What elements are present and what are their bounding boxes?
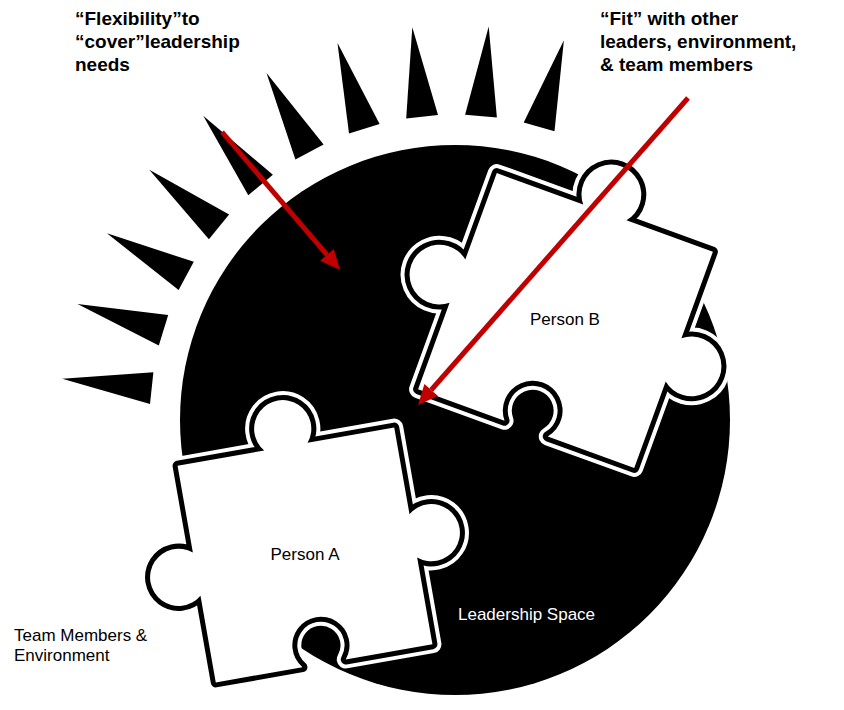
leadership-circle: Leadership Space Person B Person A bbox=[180, 145, 730, 695]
sun-ray bbox=[78, 304, 169, 346]
puzzle-outline bbox=[372, 110, 776, 484]
puzzle-piece: Person A bbox=[140, 390, 470, 710]
sun-ray bbox=[203, 116, 273, 196]
node-label: Leadership Space bbox=[458, 605, 595, 625]
label-box: “Fit” with other leaders, environment, &… bbox=[600, 8, 805, 76]
puzzle-halo bbox=[372, 110, 776, 484]
leader-arrow-head bbox=[320, 249, 340, 270]
callout-label: “Flexibility”to “cover”leadership needs bbox=[75, 8, 265, 76]
sun-ray bbox=[267, 73, 324, 160]
label-box: Team Members & Environment bbox=[14, 626, 149, 667]
leader-arrow-head bbox=[418, 384, 438, 405]
leader-arrow-line bbox=[222, 132, 327, 255]
sun-ray bbox=[524, 40, 564, 131]
sun-ray bbox=[62, 372, 153, 404]
callout-label: “Fit” with other leaders, environment, &… bbox=[600, 8, 805, 76]
puzzle-piece: Person B bbox=[393, 148, 738, 493]
leader-arrow-line bbox=[431, 98, 688, 390]
sun-ray bbox=[149, 170, 229, 239]
sun-ray bbox=[107, 233, 194, 290]
puzzle-face bbox=[123, 373, 478, 690]
puzzle-face bbox=[372, 110, 776, 484]
node-label: Person B bbox=[530, 310, 600, 330]
puzzle-outline bbox=[123, 373, 478, 690]
node-label: Person A bbox=[271, 545, 340, 565]
sun-ray bbox=[406, 27, 438, 118]
region-label: Team Members & Environment bbox=[14, 626, 149, 667]
puzzle-halo bbox=[123, 373, 478, 690]
sun-ray bbox=[338, 43, 380, 134]
sun-ray bbox=[465, 27, 497, 118]
label-box: “Flexibility”to “cover”leadership needs bbox=[75, 8, 265, 76]
